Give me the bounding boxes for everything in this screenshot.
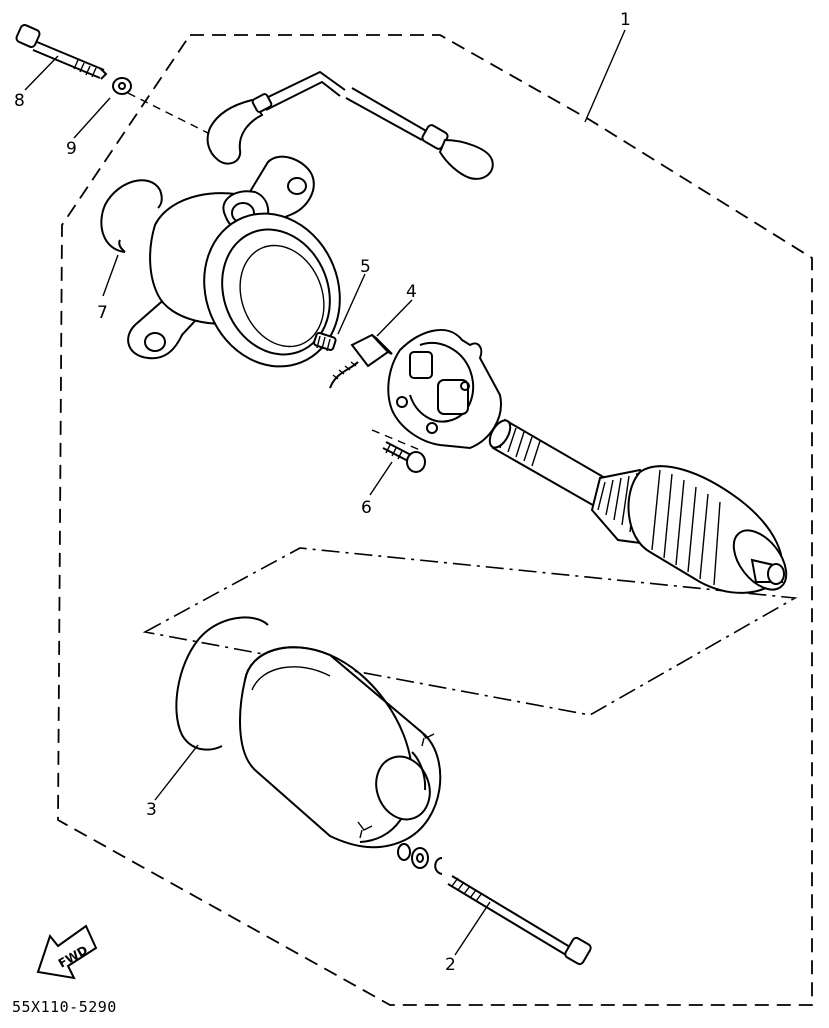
washers — [397, 843, 443, 875]
through-bolt-part-2 — [447, 875, 592, 966]
callout-4: 4 — [406, 282, 417, 302]
assembly-plane-outline — [142, 547, 798, 716]
yoke-motor-body — [239, 646, 442, 849]
front-cover-housing — [127, 155, 341, 368]
fwd-arrow: FWD — [36, 924, 98, 980]
leader-lines — [24, 29, 626, 956]
callout-9: 9 — [66, 139, 77, 159]
washer-part-9 — [112, 77, 132, 95]
terminal-lead — [206, 70, 494, 180]
callout-6: 6 — [361, 498, 372, 518]
callout-8: 8 — [14, 91, 25, 111]
callout-7: 7 — [97, 303, 108, 323]
screw-part-6 — [382, 441, 426, 473]
callout-5: 5 — [360, 257, 371, 277]
callout-2: 2 — [445, 955, 456, 975]
callout-1: 1 — [620, 10, 631, 30]
bolt-part-8 — [15, 23, 108, 80]
brush-spring-part-5 — [313, 331, 337, 352]
brush-part-4 — [329, 333, 393, 389]
armature — [488, 418, 788, 594]
drawing-number: 55X110-5290 — [12, 998, 117, 1016]
brush-holder-plate — [387, 329, 502, 450]
o-ring-part-3 — [175, 616, 269, 751]
assembly-boundary — [57, 34, 813, 1006]
callout-3: 3 — [146, 800, 157, 820]
o-ring-part-7 — [100, 179, 163, 253]
